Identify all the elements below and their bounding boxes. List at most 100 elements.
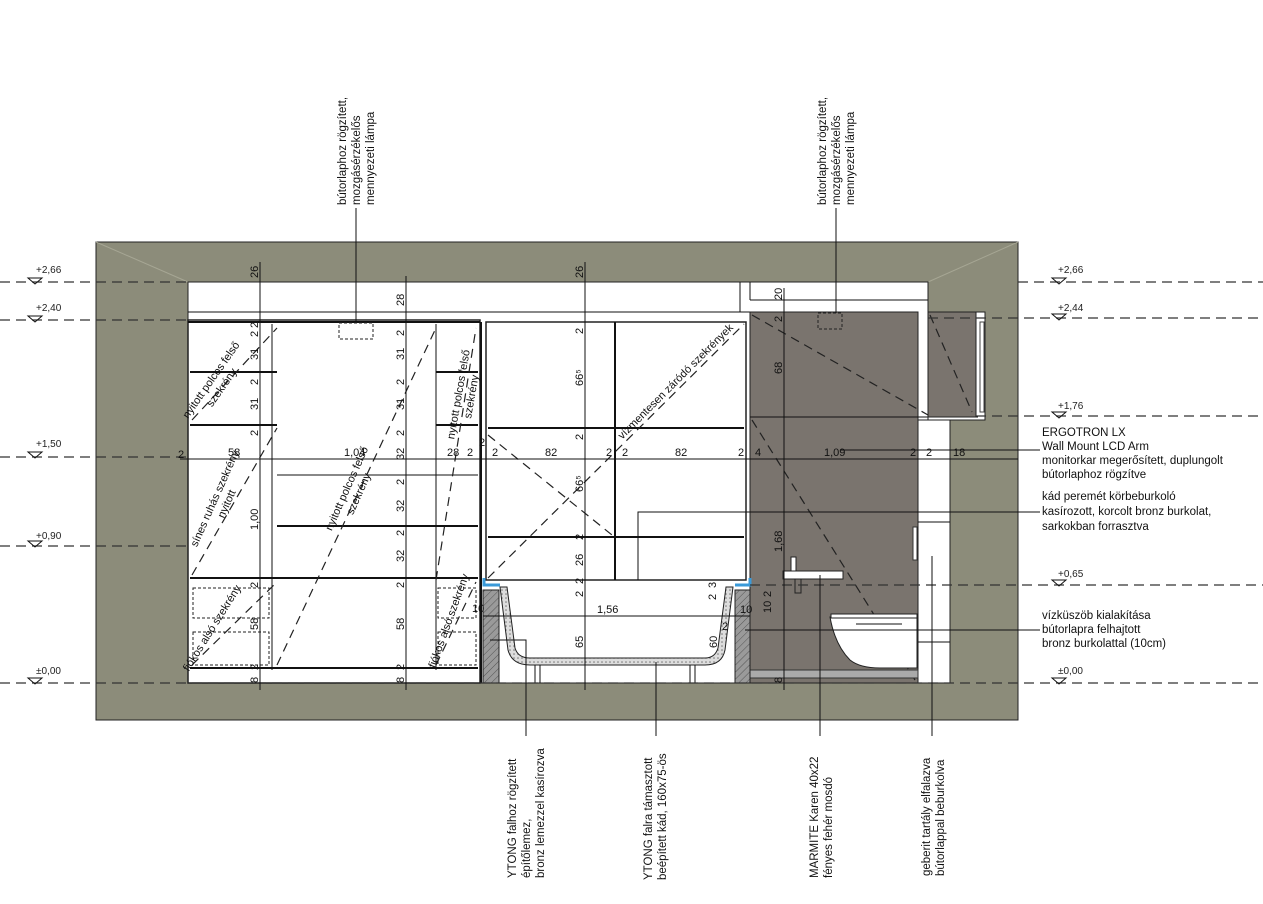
level-label: +2,40 (36, 303, 62, 314)
dim-label: 68 (773, 362, 785, 374)
dim-label: 32 (395, 448, 407, 460)
dim-label: 2 (707, 594, 719, 600)
dim-label: 1,56 (597, 604, 618, 616)
dim-label: 2 (249, 331, 261, 337)
dim-label: 18 (953, 447, 965, 459)
dim-label: 31 (249, 398, 261, 410)
dim-label: 2 (738, 447, 744, 459)
dim-label: 2 (762, 591, 774, 597)
dim-label: 2 (926, 447, 932, 459)
level-lines (0, 281, 1263, 684)
svg-text:bútorlaphoz rögzített,mozgásér: bútorlaphoz rögzített,mozgásérzékelősmen… (817, 97, 857, 205)
dim-label: 58 (395, 618, 407, 630)
dim-label: 66⁵ (574, 475, 586, 492)
cistern-box (917, 419, 951, 684)
ceiling-band (188, 282, 928, 313)
faucet-icon (790, 556, 797, 572)
dim-label: 8 (773, 677, 785, 683)
dim-label: 60 (708, 636, 720, 648)
middle-cabinets (482, 321, 752, 684)
dim-label: 2 (574, 328, 586, 334)
dim-label: 2 (910, 447, 916, 459)
dim-label: 2 (574, 591, 586, 597)
dim-label: 2 (249, 664, 261, 670)
level-label: ±0,00 (1058, 666, 1083, 677)
dim-label: 2 (574, 578, 586, 584)
dim-label: 2 (606, 447, 612, 459)
dim-label: 2 (395, 330, 407, 336)
level-label: +2,66 (36, 265, 62, 276)
dim-label: 82 (675, 447, 687, 459)
level-marker-right-266: +2,66 (1050, 265, 1084, 285)
dim-label: 82 (545, 447, 557, 459)
dim-label: 66⁵ (574, 369, 586, 386)
level-marker-left-090: +0,90 (26, 531, 62, 548)
dim-label: 28 (447, 447, 459, 459)
bathtub (499, 586, 734, 666)
level-label: +0,65 (1058, 569, 1084, 580)
dim-label: 31 (395, 348, 407, 360)
level-label: +2,44 (1058, 303, 1084, 314)
ceiling-lamp-right (817, 312, 843, 330)
level-label: +1,50 (36, 439, 62, 450)
dim-label: 2 (622, 447, 628, 459)
dim-label: 10 (472, 603, 484, 615)
dim-label: 1,09 (824, 447, 845, 459)
dim-label: 8 (249, 677, 261, 683)
dim-label: 2 (395, 379, 407, 385)
level-label: ±0,00 (36, 666, 61, 677)
dim-label: 2 (722, 621, 728, 633)
dim-label: 28 (395, 294, 407, 306)
level-marker-left-150: +1,50 (26, 439, 62, 459)
dim-label: 2 (574, 434, 586, 440)
dim-label: 2 (395, 664, 407, 670)
dim-label: 2 (492, 447, 498, 459)
dim-label: 31 (249, 348, 261, 360)
dim-label: 2 (178, 449, 184, 461)
dim-label: 1,04 (344, 447, 365, 459)
dimension-texts: 2 58 1,04 28 2 2 2 82 2 2 82 2 4 1,09 2 … (178, 266, 965, 683)
dim-label: 10 (762, 601, 774, 613)
dim-label: 2 (249, 582, 261, 588)
level-marker-left-266: +2,66 (26, 265, 62, 285)
dim-label: 20 (773, 288, 785, 300)
dim-label: 1,68 (773, 531, 785, 552)
dim-label: 26 (249, 266, 261, 278)
dimension-lines (180, 262, 1018, 690)
level-label: +0,90 (36, 531, 62, 542)
level-label: +1,76 (1058, 401, 1084, 412)
dim-label: 2 (395, 430, 407, 436)
ceiling-lamp-left (338, 322, 374, 340)
dim-label: 32 (395, 500, 407, 512)
dim-label: 2 (395, 530, 407, 536)
leader-lines (355, 208, 1040, 736)
dim-label: 2 (773, 316, 785, 322)
dim-label: 2 (395, 582, 407, 588)
left-cabinets (187, 319, 482, 684)
bronze-edge-cladding-left (482, 578, 500, 587)
dim-label: 31 (395, 398, 407, 410)
dim-label: 4 (755, 447, 761, 459)
wash-basin (782, 570, 844, 580)
level-marker-left-240: +2,40 (26, 303, 62, 323)
wc-room (749, 311, 978, 684)
level-label: +2,66 (1058, 265, 1084, 276)
ytong-wall-left (482, 589, 500, 684)
level-marker-right-176: +1,76 (1050, 401, 1084, 419)
dim-label: 10 (740, 604, 752, 616)
dim-label: 2 (467, 447, 473, 459)
level-marker-left-000: ±0,00 (26, 666, 61, 685)
